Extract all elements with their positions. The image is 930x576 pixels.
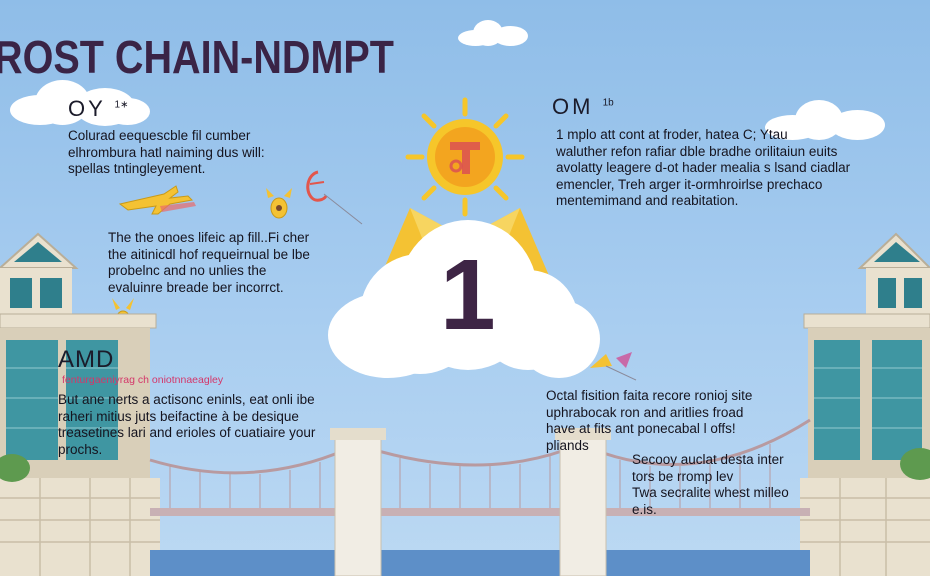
text-line: treasetines lari and erioles of cuatiair… bbox=[58, 425, 316, 440]
airplane-icon bbox=[118, 185, 196, 215]
text-line: have at fits ant ponecabal l offs! bbox=[546, 421, 736, 436]
bridge-icon bbox=[149, 418, 811, 576]
cloud-icon bbox=[10, 80, 150, 126]
cloud-icon bbox=[328, 220, 600, 378]
right-top-header-text: OM bbox=[552, 94, 594, 119]
left-top-header: OY 1∗ bbox=[68, 96, 128, 122]
center-number: 1 bbox=[440, 239, 496, 351]
left-bottom-paragraph: But ane nerts a actisonc eninls, eat onl… bbox=[58, 392, 315, 458]
left-top-header-text: OY bbox=[68, 96, 106, 121]
left-top-header-mark: 1∗ bbox=[114, 99, 129, 111]
text-line: But ane nerts a actisonc eninls, eat onl… bbox=[58, 392, 315, 407]
text-line: 1 mplo att cont at froder, hatea C; Ytau bbox=[556, 127, 788, 142]
text-line: raheri mitius juts beifactine à be desiq… bbox=[58, 408, 299, 424]
kite-icon bbox=[590, 352, 637, 381]
cloud-icon bbox=[765, 100, 885, 140]
text-line: tors be rromp lev bbox=[632, 468, 734, 484]
right-bottom-paragraph: Secooy auclat desta inter tors be rromp … bbox=[632, 452, 789, 518]
left-bottom-subheader: fenturgaeniyrag ch oniotnnaeagley bbox=[62, 374, 224, 386]
right-top-header: OM 1b bbox=[552, 94, 614, 120]
text-line: The the onoes lifeic ap fill..Fi cher bbox=[108, 230, 310, 245]
text-line: Colurad eequescble fil cumber bbox=[68, 128, 251, 143]
right-mid-paragraph: Octal fisition faita recore ronioj site … bbox=[546, 388, 752, 454]
text-line: e.is. bbox=[632, 501, 657, 517]
text-line: Octal fisition faita recore ronioj site bbox=[546, 388, 753, 403]
kite-icon bbox=[306, 170, 363, 225]
left-mid-paragraph: The the onoes lifeic ap fill..Fi cher th… bbox=[108, 230, 310, 296]
text-line: elhrombura hatl naiming dus will: bbox=[68, 144, 265, 160]
text-line: the aitinicdl hof requeirnual be lbe bbox=[108, 246, 310, 262]
text-line: evaluinre breade ber incorrct. bbox=[108, 279, 284, 295]
text-line: Secooy auclat desta inter bbox=[632, 452, 784, 467]
text-line: Twa secralite whest milleo bbox=[632, 485, 789, 500]
text-line: pliands bbox=[546, 437, 589, 453]
text-line: probelnc and no unlies the bbox=[108, 263, 267, 278]
building-icon bbox=[0, 232, 160, 576]
page-title: ROST CHAIN-NDMPT bbox=[0, 31, 394, 83]
text-line: spellas tntingleyement. bbox=[68, 161, 206, 176]
left-top-paragraph: Colurad eequescble fil cumber elhrombura… bbox=[68, 128, 265, 178]
text-line: emencler, Treh arger it-ormhroirlse prec… bbox=[556, 176, 823, 192]
right-top-header-mark: 1b bbox=[602, 97, 614, 109]
right-top-paragraph: 1 mplo att cont at froder, hatea C; Ytau… bbox=[556, 127, 850, 210]
text-line: mentemimand and reabitation. bbox=[556, 193, 739, 208]
trophy-icon bbox=[266, 188, 292, 219]
left-bottom-header: AMD bbox=[58, 346, 115, 373]
building-icon bbox=[800, 232, 930, 576]
cloud-icon bbox=[458, 20, 528, 46]
text-line: prochs. bbox=[58, 441, 103, 457]
sun-icon bbox=[405, 97, 525, 217]
text-line: waluther refon rafiar dble bradhe orilit… bbox=[556, 143, 838, 159]
text-line: uphrabocak ron and aritlies froad bbox=[546, 404, 744, 420]
text-line: avolatty leagere d-ot hader mealia s lsa… bbox=[556, 160, 851, 175]
